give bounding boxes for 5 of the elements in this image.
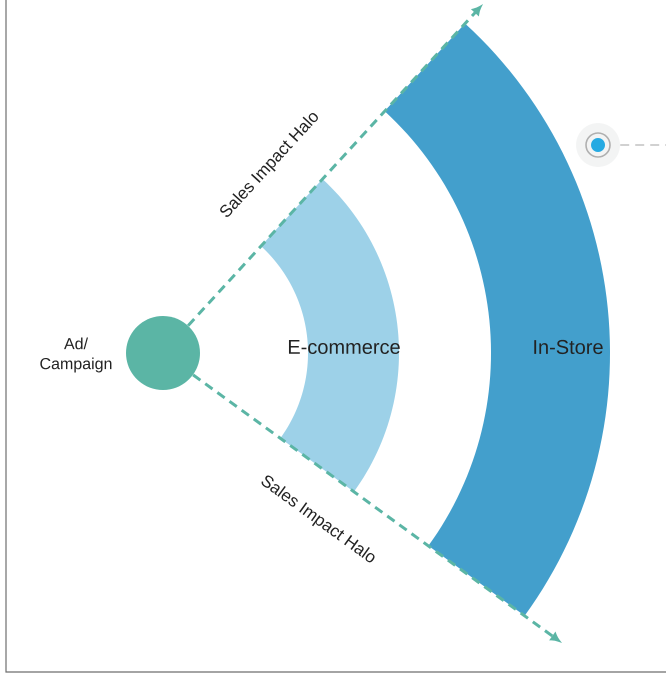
target-marker xyxy=(576,123,620,167)
dashed-line xyxy=(620,144,666,146)
dashed-arrow xyxy=(192,374,560,642)
circle-label: Ad/ Campaign xyxy=(40,338,112,372)
dashed-arrow xyxy=(187,6,482,327)
